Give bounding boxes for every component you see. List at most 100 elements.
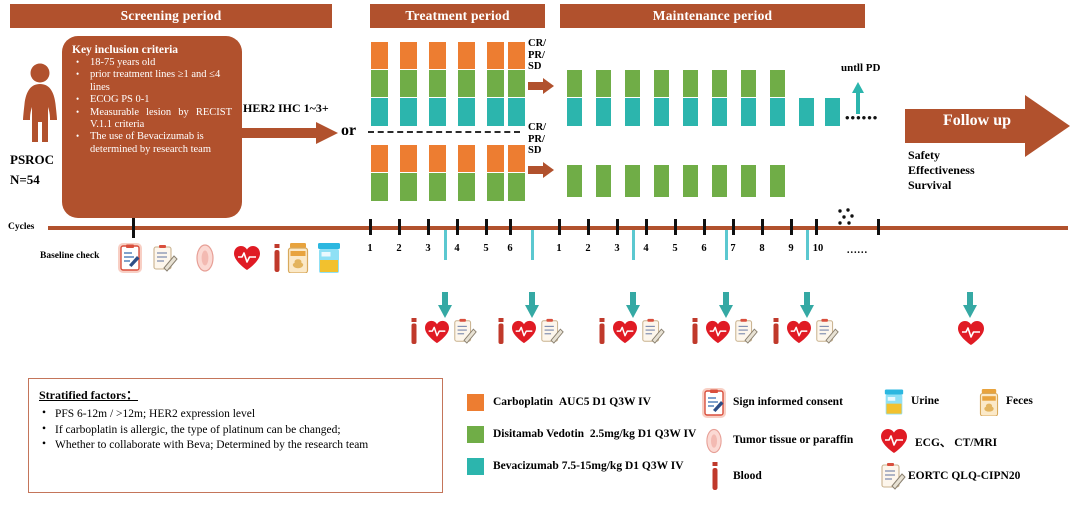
- response-line-sd: SD: [528, 61, 542, 72]
- maintenance-cycle-bar-arm-b: [683, 165, 698, 197]
- up-arrow-icon: [851, 82, 865, 114]
- treatment-cycle-bar-arm-a: [458, 42, 475, 126]
- legend-label-blood: Blood: [733, 470, 762, 482]
- tumor-tissue-icon: [196, 244, 214, 272]
- criteria-item: prior treatment lines ≥1 and ≤4 lines: [70, 68, 232, 94]
- legend-drug-dose: 2.5mg/kg D1 Q3W IV: [589, 428, 697, 440]
- key-inclusion-criteria-box: Key inclusion criteria 18-75 years old p…: [62, 36, 242, 218]
- treatment-cycle-bar-arm-a: [508, 42, 525, 126]
- stratified-factors-title: Stratified factors：: [39, 388, 138, 402]
- timeline-tick: [732, 219, 735, 235]
- follow-up-endpoints: Safety Effectiveness Survival: [908, 148, 975, 193]
- urine-cup-icon: [317, 243, 341, 273]
- assessment-blood-tube-icon: [597, 318, 607, 344]
- female-patient-icon: [18, 62, 62, 144]
- right-block-arrow-icon: [905, 95, 1070, 157]
- assessment-blood-tube-icon: [496, 318, 506, 344]
- response-criteria-label-arm-a: CR/ PR/ SD: [528, 38, 546, 73]
- maintenance-cycle-bar-arm-a: [770, 70, 785, 126]
- legend-drug-name: Disitamab Vedotin: [493, 428, 585, 440]
- timeline-ellipsis: ……: [846, 245, 868, 256]
- criteria-item: The use of Bevacizumab is determined by …: [70, 130, 232, 156]
- maintenance-cycle-bar-arm-b: [654, 165, 669, 197]
- maintenance-cycle-bar-arm-b: [596, 165, 611, 197]
- treatment-cycle-bar-arm-b: [487, 145, 504, 201]
- blood-tube-icon: [272, 244, 282, 272]
- feces-jar-icon: [287, 243, 309, 274]
- criteria-item: ECOG PS 0-1: [70, 93, 232, 106]
- down-arrow-icon: [962, 292, 978, 318]
- legend-ecg-heart-icon: [880, 428, 908, 454]
- assessment-questionnaire-icon: [640, 318, 666, 344]
- maintenance-cycle-bar-arm-a: [712, 70, 727, 126]
- cycle-number-treatment: 2: [396, 243, 402, 254]
- treatment-cycle-bar-arm-b: [508, 145, 525, 201]
- legend-drug-dose: 7.5-15mg/kg D1 Q3W IV: [561, 460, 684, 472]
- maintenance-cycle-bar-arm-b: [770, 165, 785, 197]
- timeline-tick: [815, 219, 818, 235]
- timeline-tick: [456, 219, 459, 235]
- timeline-tick: [645, 219, 648, 235]
- down-arrow-icon: [799, 292, 815, 318]
- phase-header-treatment: Treatment period: [370, 4, 545, 28]
- stratified-factors-box: Stratified factors： PFS 6-12m / >12m; HE…: [28, 378, 443, 493]
- legend-label-sign-informed-consent: Sign informed consent: [733, 396, 843, 408]
- assessment-marker-line: [632, 230, 635, 260]
- timeline-tick: [674, 219, 677, 235]
- maintenance-cycle-bar-arm-a: [567, 70, 582, 126]
- timeline-tick: [761, 219, 764, 235]
- stratified-factor-item: If carboplatin is allergic, the type of …: [39, 422, 432, 438]
- follow-up-endpoint: Survival: [908, 178, 952, 192]
- timeline-tick: [616, 219, 619, 235]
- down-arrow-icon: [718, 292, 734, 318]
- assessment-ecg-heart-icon: [424, 320, 450, 349]
- stratified-factor-item: PFS 6-12m / >12m; HER2 expression level: [39, 406, 432, 422]
- assessment-ecg-heart-icon: [511, 320, 537, 344]
- assessment-blood-tube-icon: [771, 318, 781, 344]
- assessment-marker-line: [806, 230, 809, 260]
- arm-separator-dashed-line: [368, 131, 520, 133]
- assessment-marker-line: [444, 230, 447, 260]
- maintenance-cycle-bar-arm-b: [712, 165, 727, 197]
- follow-up-title: Follow up: [942, 112, 1011, 129]
- legend-drug-name: Carboplatin: [493, 396, 554, 408]
- cycle-number-treatment: 3: [425, 243, 431, 254]
- assessment-marker-line: [531, 230, 534, 260]
- legend-label-feces: Feces: [1006, 395, 1033, 407]
- legend-feces-jar-icon: [979, 389, 999, 417]
- response-criteria-label-arm-b: CR/ PR/ SD: [528, 122, 546, 157]
- treatment-cycle-bar-arm-b: [429, 145, 446, 201]
- timeline-tick: [877, 219, 880, 235]
- legend-label-urine: Urine: [911, 395, 940, 407]
- cycle-number-treatment: 4: [454, 243, 460, 254]
- timeline-tick: [427, 219, 430, 235]
- treatment-cycle-bar-arm-b: [371, 145, 388, 201]
- cycle-number-maintenance: 1: [556, 243, 562, 254]
- response-line-sd: SD: [528, 145, 542, 156]
- legend-tumor-tissue-icon: [706, 428, 722, 454]
- questionnaire-icon: [152, 244, 178, 272]
- cycle-number-treatment: 5: [483, 243, 489, 254]
- response-line-pr: PR/: [528, 133, 545, 145]
- maintenance-cycle-bar-arm-a-tail: [799, 98, 814, 126]
- assessment-ecg-heart-icon: [705, 320, 731, 344]
- treatment-cycle-bar-arm-b: [400, 145, 417, 201]
- right-arrow-small-icon: [528, 78, 554, 94]
- her2-ihc-label: HER2 IHC 1~3+: [243, 101, 329, 115]
- legend-label-ecg-ct-mri: ECG、 CT/MRI: [915, 437, 998, 449]
- treatment-cycle-bar-arm-a: [371, 42, 388, 126]
- treatment-cycle-bar-arm-a: [400, 42, 417, 126]
- response-line-cr: CR/: [528, 122, 547, 133]
- right-arrow-icon: [238, 122, 338, 144]
- legend-label-disitamab: Disitamab Vedotin 2.5mg/kg D1 Q3W IV: [493, 428, 696, 440]
- maintenance-cycle-bar-arm-a: [683, 70, 698, 126]
- down-arrow-icon: [524, 292, 540, 318]
- criteria-item: Measurable lesion by RECIST V.1.1 criter…: [70, 106, 232, 132]
- legend-swatch-bevacizumab: [467, 458, 484, 475]
- criteria-item: 18-75 years old: [70, 56, 232, 69]
- timeline-tick: [703, 219, 706, 235]
- assessment-questionnaire-icon: [539, 318, 565, 344]
- cycle-number-maintenance: 5: [672, 243, 678, 254]
- cycle-number-maintenance: 9: [788, 243, 794, 254]
- cycle-number-maintenance: 3: [614, 243, 620, 254]
